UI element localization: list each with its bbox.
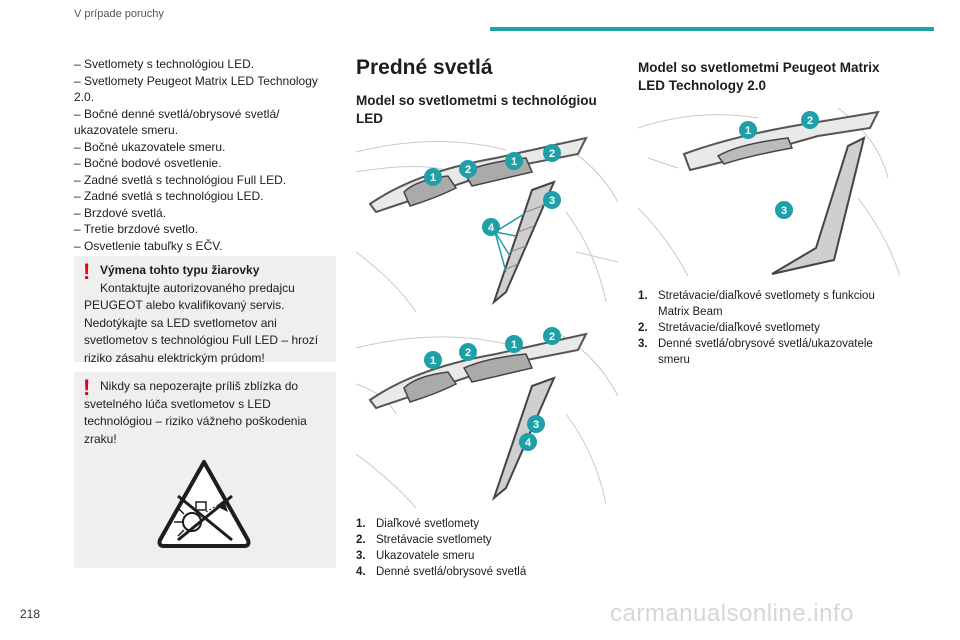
headlamp-figure-led-1: 1 2 1 2 3 4 [356,132,618,312]
list-item: – Svetlomety s technológiou LED. [74,57,255,71]
model-heading-led: Model so svetlometmi s technológiou LED [356,93,597,126]
watermark: carmanualsonline.info [610,600,854,627]
callout-2: 2 [549,148,555,160]
list-item: – Svetlomety Peugeot Matrix LED Technolo… [74,73,318,88]
list-item: ukazovatele smeru. [74,123,179,137]
callout-1: 1 [430,355,436,367]
legend-item: 1.Stretávacie/diaľkové svetlomety s funk… [638,290,875,318]
list-item: – Tretie brzdové svetlo. [74,222,199,236]
warning-box-eyes: ! Nikdy sa nepozerajte príliš zblízka do… [74,372,336,568]
callout-4: 4 [525,437,532,449]
column-left: – Svetlomety s technológiou LED. – Svetl… [74,56,336,568]
headlamp-figure-led-2: 1 2 1 2 3 4 [356,324,618,508]
warning-exclamation-icon: ! [83,375,91,400]
callout-3: 3 [549,195,555,207]
list-item: – Bočné denné svetlá/obrysové svetlá/ [74,106,280,121]
warning-text: Nikdy sa nepozerajte príliš zblízka do s… [84,379,307,446]
legend-matrix: 1.Stretávacie/diaľkové svetlomety s funk… [638,288,888,368]
legend-item: 4.Denné svetlá/obrysové svetlá [356,566,527,578]
warning-text: Kontaktujte autorizovaného predajcu PEUG… [84,280,319,365]
headlamp-figure-matrix: 1 2 3 [638,98,900,278]
legend-item: 3.Ukazovatele smeru [356,550,475,562]
callout-2: 2 [465,164,471,176]
callout-4: 4 [488,222,495,234]
callout-3: 3 [533,419,539,431]
list-item: – Osvetlenie tabuľky s EČV. [74,238,223,253]
callout-3: 3 [781,205,787,217]
section-heading: Predné svetlá [356,56,493,79]
list-item: – Zadné svetlá s technológiou LED. [74,189,264,203]
model-heading-matrix: Model so svetlometmi Peugeot Matrix LED … [638,60,880,93]
list-item: 2.0. [74,90,95,104]
warning-box-replacement: ! Výmena tohto typu žiarovky Kontaktujte… [74,256,336,365]
headlamp-illustration: 1 2 1 2 3 4 [356,327,618,508]
page-header: V prípade poruchy [74,0,960,34]
callout-2: 2 [807,115,813,127]
section-title: V prípade poruchy [74,8,164,20]
do-not-look-at-beam-icon [157,460,251,548]
page-number: 218 [20,607,41,621]
callout-1: 1 [430,172,436,184]
list-item: – Bočné bodové osvetlenie. [74,156,222,170]
legend-item: 3.Denné svetlá/obrysové svetlá/ukazovate… [638,338,873,366]
callout-1: 1 [511,156,517,168]
warning-exclamation-icon: ! [83,259,91,284]
header-accent-bar [490,27,934,31]
legend-item: 1.Diaľkové svetlomety [356,518,480,530]
callout-1: 1 [745,125,751,137]
led-lamp-list: – Svetlomety s technológiou LED. – Svetl… [74,56,336,254]
list-item: – Zadné svetlá s technológiou Full LED. [74,172,287,187]
column-middle: Predné svetlá Model so svetlometmi s tec… [356,56,618,578]
headlamp-illustration: 1 2 3 [638,107,900,277]
list-item: – Bočné ukazovatele smeru. [74,139,226,154]
list-item: – Brzdové svetlá. [74,205,167,220]
legend-item: 2.Stretávacie svetlomety [356,534,492,546]
callout-2: 2 [549,331,555,343]
legend-led: 1.Diaľkové svetlomety 2.Stretávacie svet… [356,516,618,580]
legend-item: 2.Stretávacie/diaľkové svetlomety [638,322,820,334]
headlamp-illustration: 1 2 1 2 3 4 [356,136,618,312]
warning-title: Výmena tohto typu žiarovky [100,263,260,277]
callout-2: 2 [465,347,471,359]
callout-1: 1 [511,339,517,351]
